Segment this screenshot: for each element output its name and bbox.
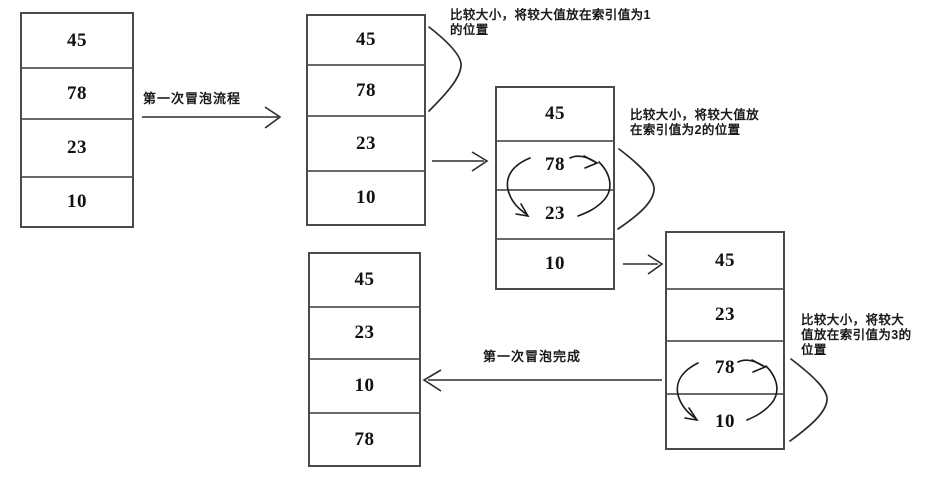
cell-value: 45 — [715, 249, 735, 271]
cell-value: 10 — [545, 252, 565, 274]
array-cell: 45 — [310, 254, 419, 309]
array-cell: 10 — [308, 172, 424, 224]
cell-value: 45 — [67, 29, 87, 51]
cell-value: 78 — [715, 356, 735, 378]
annotation-line: 的位置 — [450, 23, 489, 37]
array-box-step3: 45 23 78 10 — [665, 231, 785, 450]
cell-value: 10 — [715, 410, 735, 432]
array-cell: 78 — [667, 342, 783, 395]
cell-value: 23 — [545, 203, 565, 225]
annotation-line: 在索引值为2的位置 — [630, 123, 741, 137]
array-box-final: 45 23 10 78 — [308, 252, 421, 467]
flow-label-start: 第一次冒泡流程 — [143, 91, 242, 106]
array-cell: 45 — [22, 14, 132, 69]
cell-value: 45 — [354, 269, 375, 291]
brace-annotation-1 — [428, 26, 462, 112]
array-cell: 10 — [310, 360, 419, 415]
cell-value: 78 — [67, 82, 87, 104]
array-cell: 23 — [308, 117, 424, 173]
arrow-step1-to-step2 — [432, 151, 489, 172]
array-cell: 78 — [310, 414, 419, 465]
array-cell: 78 — [497, 141, 613, 191]
annotation-line: 值放在索引值为3的 — [801, 328, 912, 342]
cell-value: 10 — [354, 375, 375, 397]
annotation-line: 比较大小，将较大值放 — [630, 108, 760, 122]
array-cell: 23 — [667, 290, 783, 342]
cell-value: 23 — [356, 132, 376, 154]
array-cell: 10 — [22, 178, 132, 226]
array-cell: 45 — [497, 88, 613, 142]
annotation-line: 比较大小，将较大值放在索引值为1 — [450, 8, 651, 22]
array-box-initial: 45 78 23 10 — [20, 12, 134, 228]
array-cell: 78 — [308, 66, 424, 118]
array-cell: 78 — [22, 69, 132, 120]
annotation-index-1: 比较大小，将较大值放在索引值为1 的位置 — [450, 8, 665, 38]
cell-value: 23 — [67, 137, 87, 158]
annotation-line: 位置 — [801, 343, 827, 357]
array-box-step2: 45 78 23 10 — [495, 86, 615, 290]
arrow-step2-to-step3 — [623, 254, 664, 275]
cell-value: 78 — [545, 154, 565, 176]
arrow-step3-to-final — [422, 369, 662, 392]
array-cell: 10 — [667, 395, 783, 448]
array-box-step1: 45 78 23 10 — [306, 14, 426, 226]
array-cell: 23 — [310, 308, 419, 360]
cell-value: 78 — [354, 428, 375, 450]
brace-annotation-3 — [789, 358, 828, 442]
annotation-index-2: 比较大小，将较大值放 在索引值为2的位置 — [630, 108, 790, 138]
array-cell: 23 — [22, 120, 132, 178]
cell-value: 45 — [545, 102, 565, 124]
cell-value: 23 — [715, 304, 735, 325]
array-cell: 45 — [667, 233, 783, 290]
array-cell: 45 — [308, 16, 424, 67]
annotation-index-3: 比较大小，将较大 值放在索引值为3的 位置 — [801, 313, 926, 358]
cell-value: 10 — [356, 187, 376, 209]
annotation-line: 比较大小，将较大 — [801, 313, 905, 327]
cell-value: 10 — [67, 191, 87, 212]
cell-value: 45 — [356, 29, 376, 51]
cell-value: 23 — [354, 322, 375, 344]
array-cell: 23 — [497, 190, 613, 240]
flow-label-finish: 第一次冒泡完成 — [483, 349, 582, 364]
arrow-initial-to-step1 — [142, 106, 282, 129]
cell-value: 78 — [356, 79, 376, 101]
array-cell: 10 — [497, 239, 613, 288]
brace-annotation-2 — [617, 148, 655, 230]
